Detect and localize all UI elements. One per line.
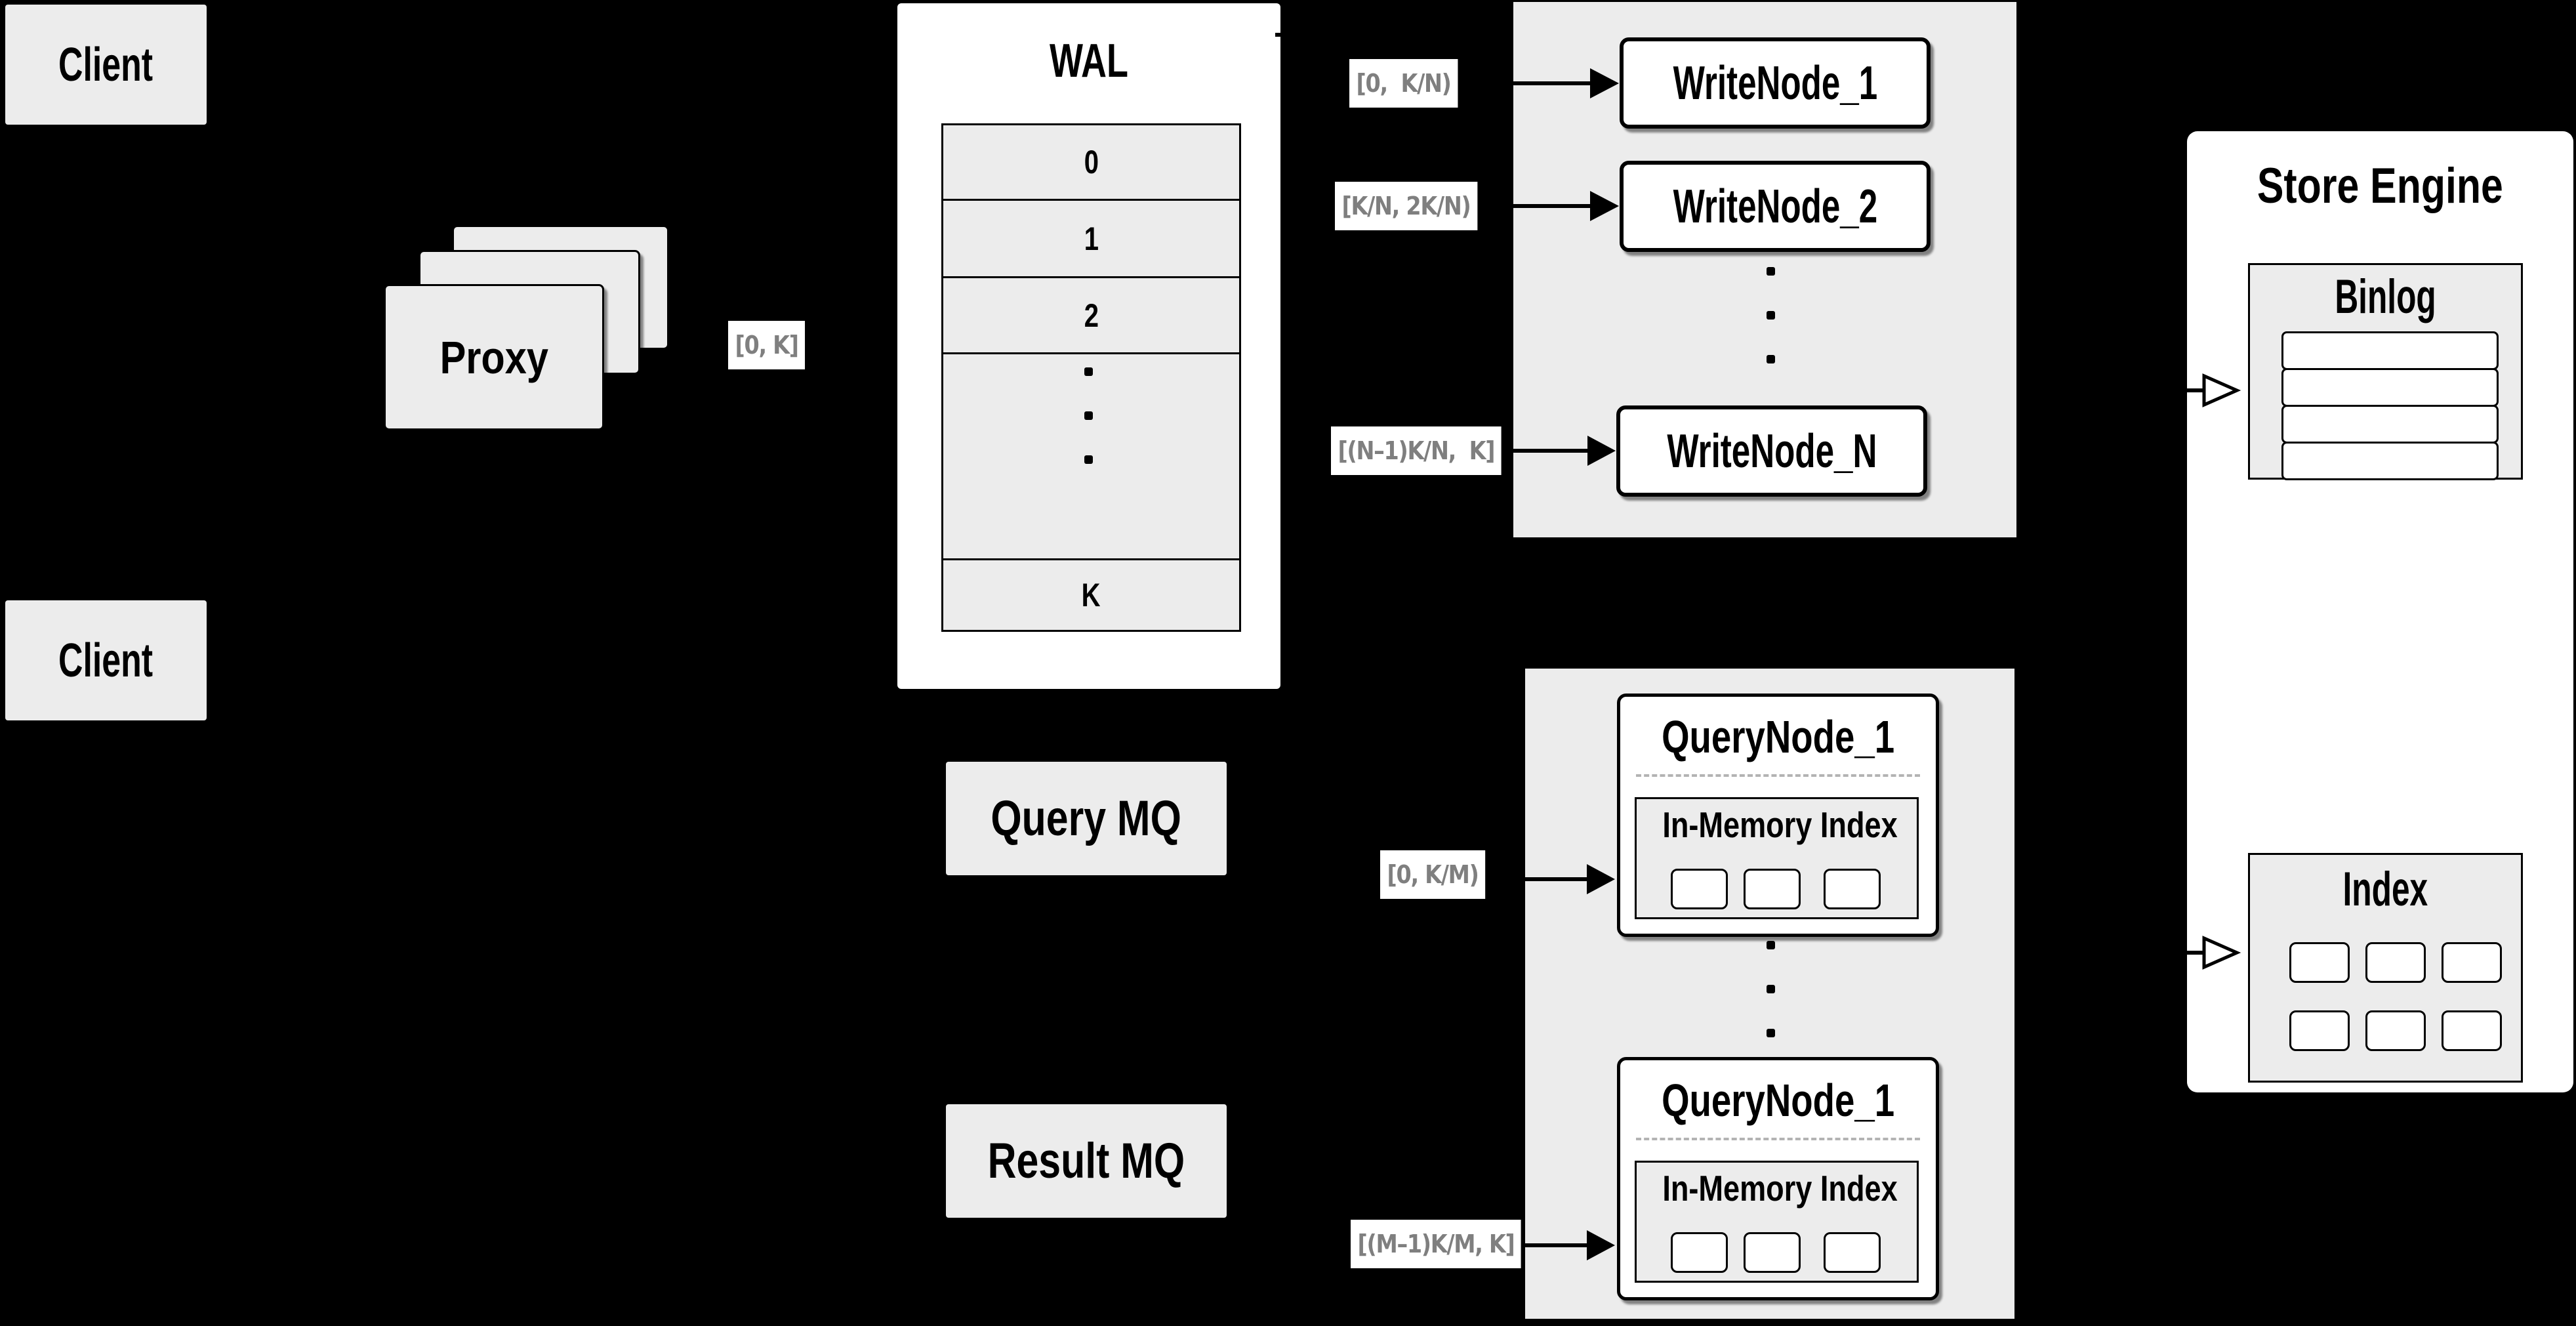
index-box: Index [2248, 853, 2523, 1083]
inmem-2-title-wrap: In-Memory Index [1637, 1171, 1917, 1207]
range-label-querynode-2: [(M–1)K/M, K] [1351, 1220, 1522, 1268]
proxy-card-front: Proxy [384, 284, 604, 430]
store-engine-title: Store Engine [2257, 158, 2503, 214]
query-mq-label: Query MQ [991, 790, 1182, 846]
range-label-proxy-wal: [0, K] [728, 321, 806, 369]
binlog-title-wrap: Binlog [2250, 273, 2521, 321]
wal-row-2: 2 [943, 278, 1239, 354]
wal-row-1: 1 [943, 201, 1239, 278]
index-title: Index [2342, 863, 2428, 916]
binlog-row [2281, 405, 2499, 444]
query-node-1-title-wrap: QueryNode_1 [1620, 714, 1936, 760]
binlog-box: Binlog [2248, 263, 2523, 480]
wal-row-0: 0 [943, 125, 1239, 201]
index-cell [2289, 1010, 2350, 1051]
binlog-row [2281, 442, 2499, 480]
range-label-writenode-2: [K/N, 2K/N) [1335, 182, 1478, 230]
client-bottom-label: Client [58, 634, 153, 687]
client-box-top: Client [5, 5, 207, 125]
write-nodes-ellipsis-icon [1767, 267, 1775, 363]
query-node-1: QueryNode_1 In-Memory Index [1617, 694, 1939, 937]
wal-row-k: K [943, 560, 1239, 630]
binlog-row [2281, 331, 2499, 370]
index-cell [2365, 1010, 2426, 1051]
binlog-title: Binlog [2335, 270, 2436, 323]
wal-row-0-label: 0 [1084, 144, 1099, 180]
query-nodes-ellipsis-icon [1767, 941, 1775, 1037]
inmem-cell [1744, 869, 1801, 909]
result-mq-label: Result MQ [987, 1132, 1185, 1189]
query-node-1-divider [1636, 774, 1920, 777]
store-engine-panel: Store Engine Binlog Index [2187, 131, 2573, 1092]
query-node-2-title: QueryNode_1 [1661, 1075, 1895, 1126]
client-top-label: Client [58, 38, 153, 91]
binlog-row [2281, 368, 2499, 407]
index-title-wrap: Index [2250, 865, 2521, 913]
wal-title-wrap: WAL [897, 37, 1280, 85]
index-cell [2442, 1010, 2502, 1051]
in-memory-index-box-2: In-Memory Index [1635, 1161, 1919, 1283]
inmem-cell [1744, 1232, 1801, 1273]
range-label-writenode-1: [0, K/N) [1349, 59, 1458, 108]
index-cell [2365, 942, 2426, 983]
range-label-writenode-n: [(N–1)K/N, K] [1331, 426, 1502, 475]
index-cell [2442, 942, 2502, 983]
inmem-1-title-wrap: In-Memory Index [1637, 807, 1917, 843]
in-memory-index-box-1: In-Memory Index [1635, 797, 1919, 919]
inmem-cell [1671, 869, 1728, 909]
proxy-label: Proxy [440, 331, 548, 383]
inmem-cell [1824, 1232, 1881, 1273]
range-label-querynode-1: [0, K/M) [1380, 850, 1486, 899]
wal-row-k-label: K [1082, 577, 1101, 613]
query-node-2-title-wrap: QueryNode_1 [1620, 1077, 1936, 1123]
wal-ellipsis-icon [1084, 367, 1093, 464]
query-node-1-title: QueryNode_1 [1661, 711, 1895, 762]
write-node-2-label: WriteNode_2 [1673, 180, 1877, 233]
wal-title: WAL [1050, 35, 1128, 87]
inmem-cell [1671, 1232, 1728, 1273]
inmem-2-title: In-Memory Index [1662, 1168, 1898, 1209]
wal-row-2-label: 2 [1084, 297, 1099, 334]
write-node-n-label: WriteNode_N [1666, 425, 1877, 478]
result-mq-box: Result MQ [946, 1104, 1227, 1218]
binlog-rows [2281, 331, 2499, 480]
store-engine-title-wrap: Store Engine [2187, 161, 2573, 211]
write-node-2: WriteNode_2 [1620, 161, 1931, 252]
query-mq-box: Query MQ [946, 762, 1227, 875]
client-box-bottom: Client [5, 600, 207, 720]
write-node-1: WriteNode_1 [1620, 37, 1931, 129]
query-node-2-divider [1636, 1138, 1920, 1140]
write-node-n: WriteNode_N [1616, 405, 1927, 497]
inmem-1-title: In-Memory Index [1662, 804, 1898, 845]
wal-row-1-label: 1 [1084, 220, 1099, 257]
index-cell [2289, 942, 2350, 983]
query-node-2: QueryNode_1 In-Memory Index [1617, 1057, 1939, 1300]
inmem-cell [1824, 869, 1881, 909]
write-node-1-label: WriteNode_1 [1673, 56, 1877, 110]
